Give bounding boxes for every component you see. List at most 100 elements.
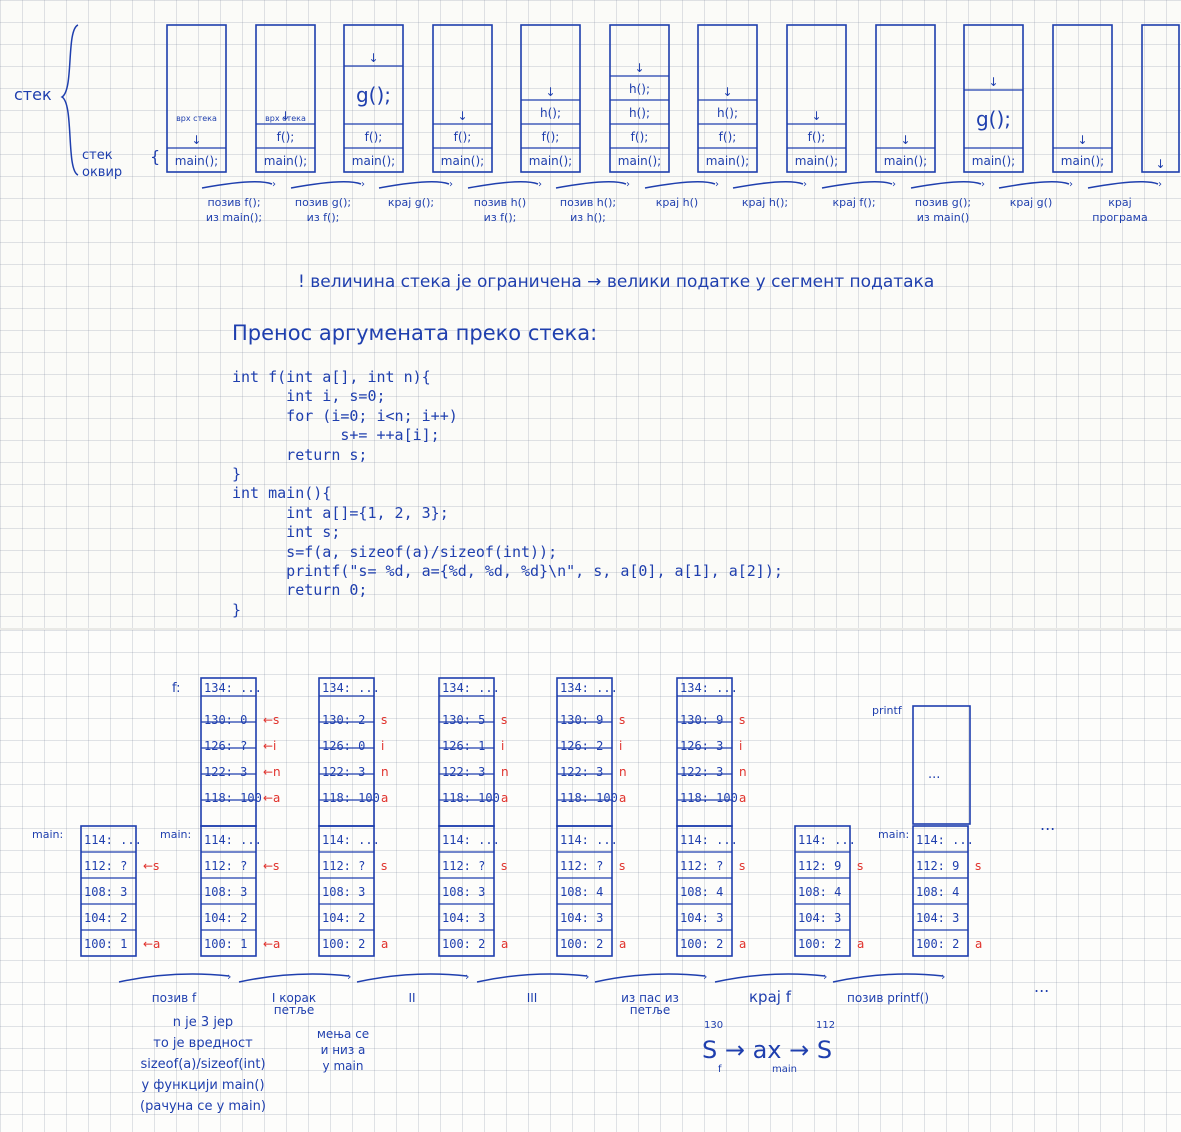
variable-tag: n <box>739 765 747 779</box>
memory-cell: 104: 2 <box>204 911 247 925</box>
main-frame-3 <box>318 825 375 957</box>
memory-cell: 114: ... <box>680 833 738 847</box>
transition-label: позив printf() <box>847 991 929 1005</box>
ellipsis: ... <box>1034 977 1049 996</box>
main-frame-label: main: <box>160 828 191 841</box>
memory-cell: 108: 3 <box>204 885 247 899</box>
transition-arrow <box>1087 181 1159 189</box>
variable-tag: i <box>501 739 504 753</box>
stack-pointer-icon: ↓ <box>280 109 290 123</box>
transition-caption: крај g() <box>1010 196 1053 209</box>
variable-tag: ←s <box>263 859 279 873</box>
memory-cell: 134: ... <box>560 681 618 695</box>
stack-frame-label: f(); <box>808 130 826 144</box>
stack-frame-label: main(); <box>1061 154 1104 168</box>
note-n-line: n је 3 јер <box>173 1015 233 1030</box>
arrow-head-icon: › <box>941 970 945 983</box>
transition-caption: позив g(); <box>915 196 971 209</box>
stack-column-10 <box>963 24 1024 173</box>
main-frame-6 <box>676 825 733 957</box>
memory-cell: 104: 3 <box>798 911 841 925</box>
memory-cell: 104: 2 <box>322 911 365 925</box>
variable-tag: n <box>381 765 389 779</box>
memory-cell: 118: 100 <box>322 791 380 805</box>
transition-label: петље <box>274 1003 314 1017</box>
memory-cell: 100: 2 <box>680 937 723 951</box>
stack-frame-label: main(); <box>884 154 927 168</box>
memory-cell: 104: 3 <box>680 911 723 925</box>
transition-caption: крај f(); <box>832 196 875 209</box>
note-n-line: у функцији main() <box>141 1078 264 1093</box>
memory-cell: 134: ... <box>680 681 738 695</box>
memory-cell: 134: ... <box>204 681 262 695</box>
stack-frame-label: g(); <box>356 83 391 107</box>
stack-pointer-icon: ↓ <box>191 133 201 147</box>
transition-caption: из main() <box>917 211 970 224</box>
stack-pointer-icon: ↓ <box>900 133 910 147</box>
stack-column-11 <box>1052 24 1113 173</box>
memory-cell: 112: ? <box>204 859 247 873</box>
stack-size-warning: ! величина стека је ограничена → велики … <box>298 272 934 292</box>
memory-cell: 104: 3 <box>442 911 485 925</box>
transition-label: III <box>527 991 538 1005</box>
formula-subscript: main <box>772 1064 797 1075</box>
transition-arrow <box>910 181 982 189</box>
formula-superscript: 112 <box>816 1020 835 1031</box>
stack-label: стек <box>14 85 52 104</box>
transition-caption: крај <box>1108 196 1131 209</box>
printf-frame-label: printf <box>872 704 903 717</box>
stack-column-8 <box>786 24 847 173</box>
memory-cell: 114: ... <box>560 833 618 847</box>
transition-arrow <box>467 181 539 189</box>
memory-cell: 130: 9 <box>680 713 723 727</box>
variable-tag: i <box>739 739 742 753</box>
transition-caption: крај h() <box>656 196 698 209</box>
memory-cell: 118: 100 <box>560 791 618 805</box>
stack-frame-label: f(); <box>454 130 472 144</box>
section-heading: Пренос аргумената преко стека: <box>232 321 597 345</box>
stack-column-6 <box>609 24 670 173</box>
variable-tag: a <box>739 937 746 951</box>
memory-cell: 108: 3 <box>442 885 485 899</box>
stack-frame-label: f(); <box>631 130 649 144</box>
variable-tag: s <box>739 713 745 727</box>
memory-cell: 126: ? <box>204 739 247 753</box>
transition-label: крај f <box>749 988 792 1006</box>
stack-column-12 <box>1141 24 1180 173</box>
transition-arrow <box>832 973 944 983</box>
memory-cell: 122: 3 <box>442 765 485 779</box>
transition-caption: из f(); <box>484 211 517 224</box>
f-frame-label: f: <box>172 681 181 696</box>
top-of-stack-label: врх стека <box>265 114 306 123</box>
variable-tag: ←a <box>263 937 280 951</box>
variable-tag: s <box>857 859 863 873</box>
stack-frame-label: main(); <box>441 154 484 168</box>
memory-cell: 114: ... <box>322 833 380 847</box>
main-frame-1 <box>80 825 137 957</box>
arrow-head-icon: › <box>823 970 827 983</box>
arrow-head-icon: › <box>347 970 351 983</box>
stack-frame-label: f(); <box>365 130 383 144</box>
stack-frame-label: h(); <box>717 106 738 120</box>
stack-frame-label: g(); <box>976 107 1011 131</box>
memory-cell: 112: ? <box>84 859 127 873</box>
transition-label: I корак <box>272 991 316 1005</box>
stack-frame-label: main(); <box>352 154 395 168</box>
variable-tag: ←s <box>263 713 279 727</box>
note-n-line: sizeof(a)/sizeof(int) <box>140 1057 265 1072</box>
variable-tag: a <box>857 937 864 951</box>
main-frame-4 <box>438 825 495 957</box>
memory-cell: 108: 4 <box>916 885 959 899</box>
variable-tag: s <box>381 713 387 727</box>
transition-label: из пас из <box>621 991 679 1005</box>
memory-cell: 118: 100 <box>204 791 262 805</box>
variable-tag: ←s <box>143 859 159 873</box>
variable-tag: ←a <box>143 937 160 951</box>
stack-frame-label: main(); <box>706 154 749 168</box>
arrow-head-icon: › <box>981 179 985 190</box>
transition-arrow <box>290 181 362 189</box>
stack-pointer-icon: ↓ <box>634 61 644 75</box>
